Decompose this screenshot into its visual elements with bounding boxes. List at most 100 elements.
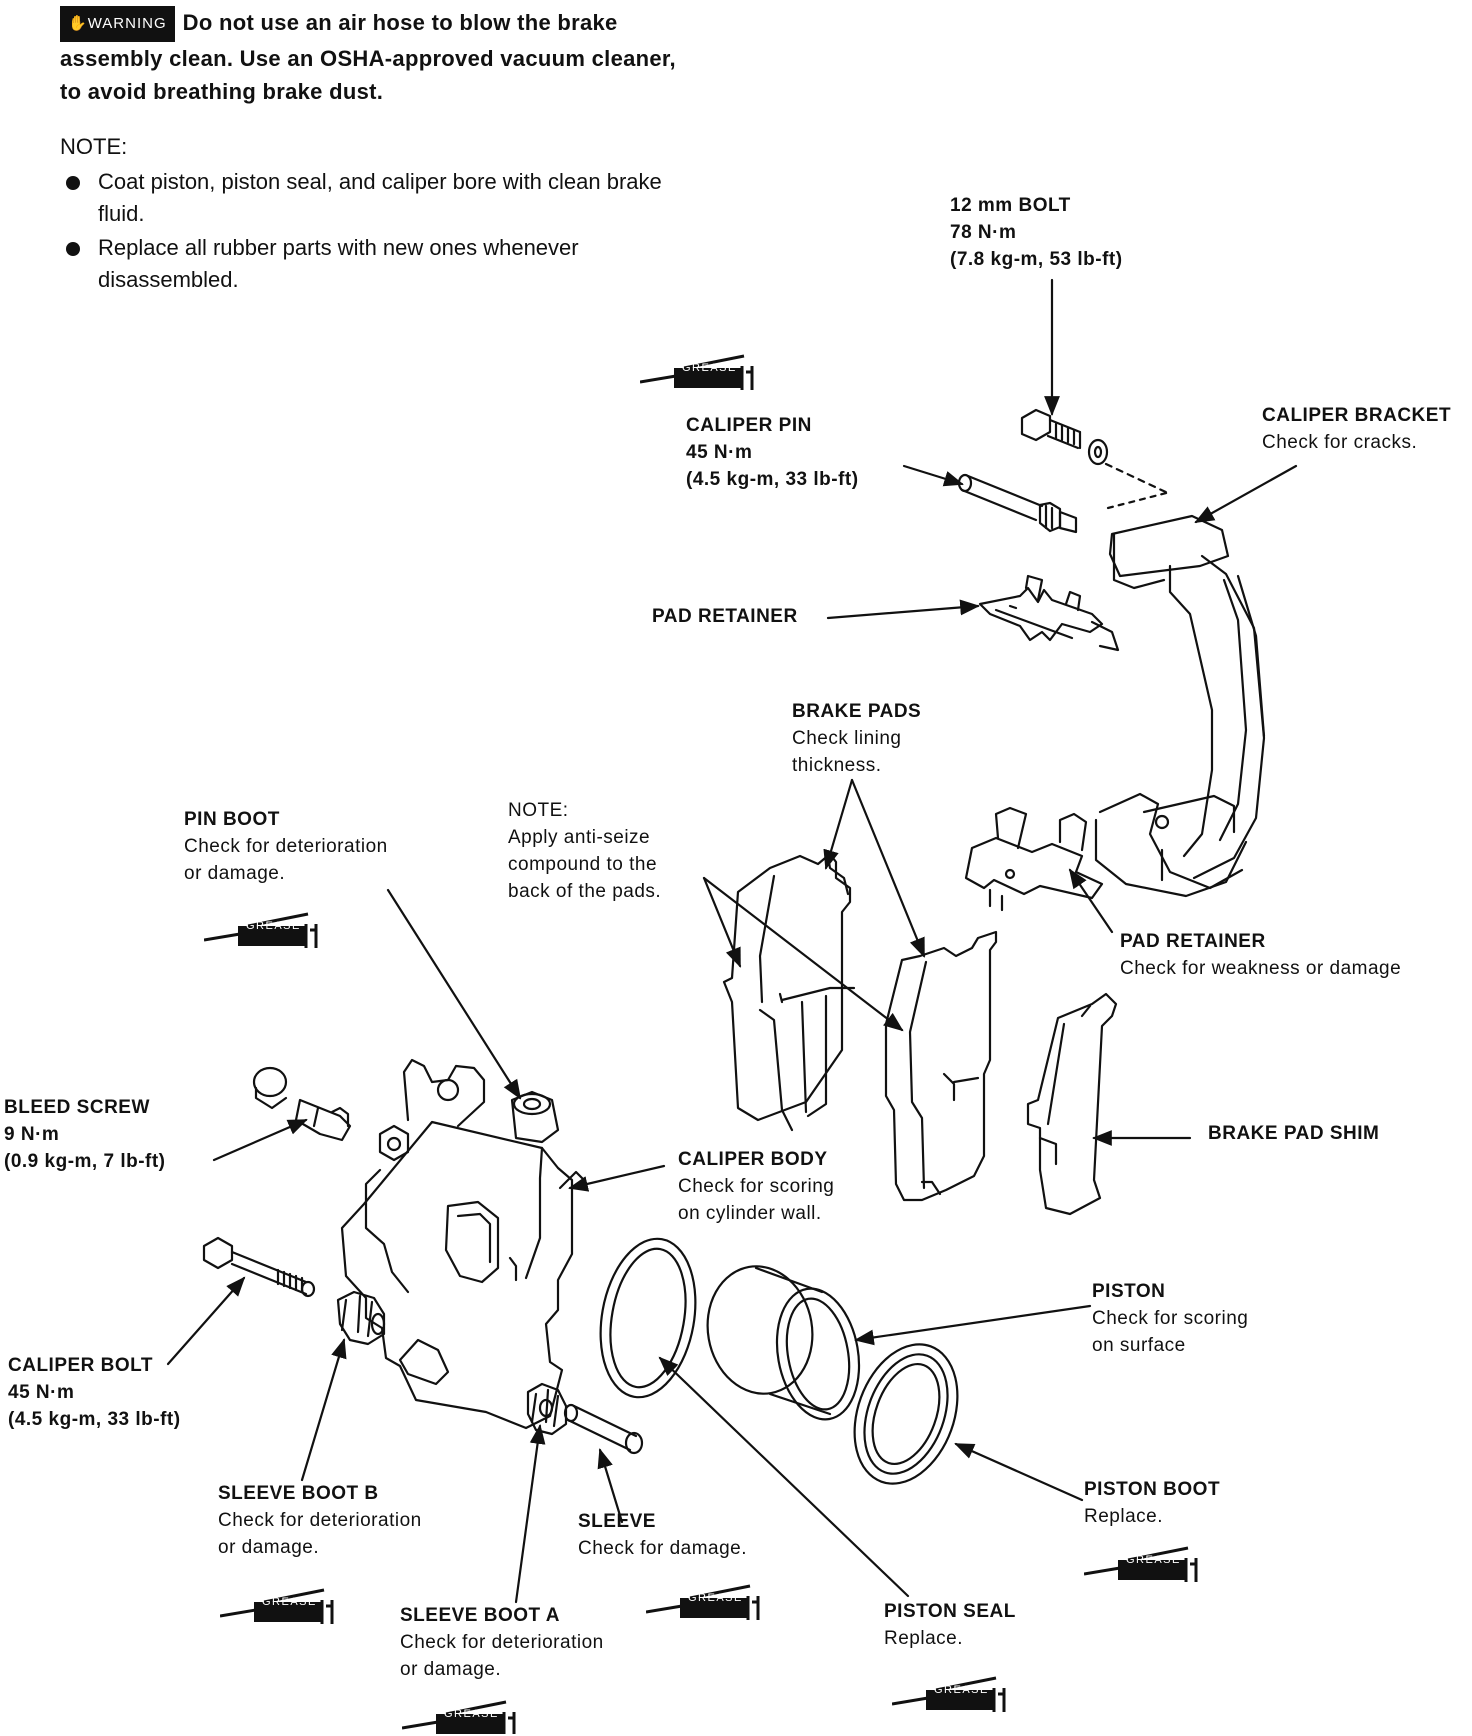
pad-retainer-bottom-part (964, 806, 1104, 912)
label-desc: Check lining (792, 728, 902, 749)
label-title: CALIPER BRACKET (1262, 405, 1452, 426)
label-brake-pads: BRAKE PADS Check lining thickness. (792, 698, 921, 779)
label-desc: Check for deterioration (184, 836, 388, 857)
leader-brake-pads-b (850, 778, 926, 958)
pin-boot-part (510, 1090, 560, 1144)
leader-note-b (702, 876, 904, 1032)
label-desc: Apply anti-seize (508, 827, 651, 848)
note-item-replace: Replace all rubber parts with new ones w… (62, 232, 682, 296)
leader-piston-boot (954, 1442, 1084, 1502)
caliper-body-part (340, 1058, 586, 1430)
label-title: SLEEVE BOOT B (218, 1483, 379, 1504)
label-title: SLEEVE (578, 1511, 656, 1532)
bleed-screw-part (252, 1066, 352, 1142)
leader-pad-retainer-top (826, 599, 980, 620)
leader-sleeve-boot-b (300, 1338, 347, 1482)
label-title: CALIPER PIN (686, 415, 812, 436)
brake-pad-outer-part (884, 930, 998, 1202)
caliper-bolt-part (202, 1236, 316, 1298)
label-title: PISTON (1092, 1281, 1166, 1302)
label-desc: or damage. (184, 863, 286, 884)
label-title: CALIPER BOLT (8, 1355, 153, 1376)
pad-retainer-top-part (978, 574, 1120, 652)
label-title: PISTON BOOT (1084, 1479, 1221, 1500)
brake-pad-inner-part (722, 852, 856, 1132)
grease-gun-icon: GREASE (645, 1582, 776, 1622)
sleeve-part (563, 1403, 644, 1455)
label-piston-boot: PISTON BOOT Replace. (1084, 1476, 1220, 1530)
label-note-anti-seize: NOTE: Apply anti-seize compound to the b… (508, 797, 661, 905)
label-title: PIN BOOT (184, 809, 280, 830)
grease-gun-icon: GREASE (401, 1700, 532, 1736)
note-item-coat: Coat piston, piston seal, and caliper bo… (62, 166, 682, 230)
leader-sleeve (597, 1448, 624, 1524)
label-title: 12 mm BOLT (950, 195, 1071, 216)
piston-boot-part (853, 1343, 959, 1485)
label-title: NOTE: (508, 800, 569, 821)
leader-caliper-pin (902, 464, 964, 487)
piston-seal-part (599, 1237, 697, 1399)
piston-part (706, 1265, 861, 1421)
sleeve-boot-b-part (336, 1290, 386, 1346)
label-torque: 78 N·m (950, 222, 1017, 243)
sleeve-boot-a-part (526, 1382, 568, 1436)
bolt-12mm-part (1020, 408, 1109, 466)
label-desc: back of the pads. (508, 881, 662, 902)
label-caliper-body: CALIPER BODY Check for scoring on cylind… (678, 1146, 834, 1227)
leader-note-a (702, 876, 742, 968)
warning-message: Do not use an air hose to blow the brake… (60, 10, 676, 104)
label-desc: Replace. (884, 1628, 963, 1649)
label-piston-seal: PISTON SEAL Replace. (884, 1598, 1016, 1652)
label-desc: Check for weakness or damage (1120, 958, 1402, 979)
label-desc: Check for scoring (1092, 1308, 1249, 1329)
label-torque: 45 N·m (8, 1382, 75, 1403)
grease-label: GREASE (444, 1708, 499, 1720)
label-title: PAD RETAINER (1120, 931, 1266, 952)
label-torque-alt: (7.8 kg-m, 53 lb-ft) (950, 249, 1123, 270)
label-caliper-bracket: CALIPER BRACKET Check for cracks. (1262, 402, 1451, 456)
leader-piston-seal (658, 1356, 910, 1598)
leader-brake-pads-a (823, 778, 854, 870)
label-desc: Check for cracks. (1262, 432, 1418, 453)
leader-caliper-body (568, 1164, 666, 1192)
leader-piston (854, 1304, 1092, 1346)
label-caliper-bolt: CALIPER BOLT 45 N·m (4.5 kg-m, 33 lb-ft) (8, 1352, 181, 1433)
label-torque-alt: (4.5 kg-m, 33 lb-ft) (8, 1409, 181, 1430)
leader-bleed-screw (212, 1118, 308, 1162)
label-desc: Check for scoring (678, 1176, 835, 1197)
label-pad-retainer-top: PAD RETAINER (652, 603, 798, 630)
label-title: BRAKE PADS (792, 701, 922, 722)
label-pad-retainer-bottom: PAD RETAINER Check for weakness or damag… (1120, 928, 1401, 982)
leader-sleeve-boot-a (514, 1424, 546, 1604)
label-piston: PISTON Check for scoring on surface (1092, 1278, 1248, 1359)
grease-label: GREASE (262, 1596, 317, 1608)
grease-label: GREASE (1126, 1554, 1181, 1566)
warning-badge-label: WARNING (87, 15, 167, 32)
label-title: PISTON SEAL (884, 1601, 1016, 1622)
label-bleed-screw: BLEED SCREW 9 N·m (0.9 kg-m, 7 lb-ft) (4, 1094, 166, 1175)
grease-gun-icon: GREASE (639, 352, 770, 392)
grease-gun-icon: GREASE (203, 910, 334, 950)
label-torque-alt: (0.9 kg-m, 7 lb-ft) (4, 1151, 166, 1172)
label-title: CALIPER BODY (678, 1149, 828, 1170)
warning-badge: ✋WARNING (60, 6, 175, 42)
caliper-bracket-part (1094, 490, 1266, 898)
label-desc: on cylinder wall. (678, 1203, 822, 1224)
label-torque: 9 N·m (4, 1124, 60, 1145)
label-desc: or damage. (218, 1537, 320, 1558)
label-sleeve-boot-a: SLEEVE BOOT A Check for deterioration or… (400, 1602, 604, 1683)
label-desc: Check for damage. (578, 1538, 748, 1559)
label-pin-boot: PIN BOOT Check for deterioration or dama… (184, 806, 388, 887)
grease-label: GREASE (934, 1684, 989, 1696)
leader-pad-retainer-bottom (1068, 868, 1114, 934)
leader-pin-boot (386, 888, 522, 1100)
grease-label: GREASE (688, 1592, 743, 1604)
label-desc: Replace. (1084, 1506, 1163, 1527)
label-title: BRAKE PAD SHIM (1208, 1123, 1380, 1144)
label-sleeve-boot-b: SLEEVE BOOT B Check for deterioration or… (218, 1480, 422, 1561)
label-torque-alt: (4.5 kg-m, 33 lb-ft) (686, 469, 859, 490)
label-desc: on surface (1092, 1335, 1186, 1356)
label-brake-pad-shim: BRAKE PAD SHIM (1208, 1120, 1379, 1147)
